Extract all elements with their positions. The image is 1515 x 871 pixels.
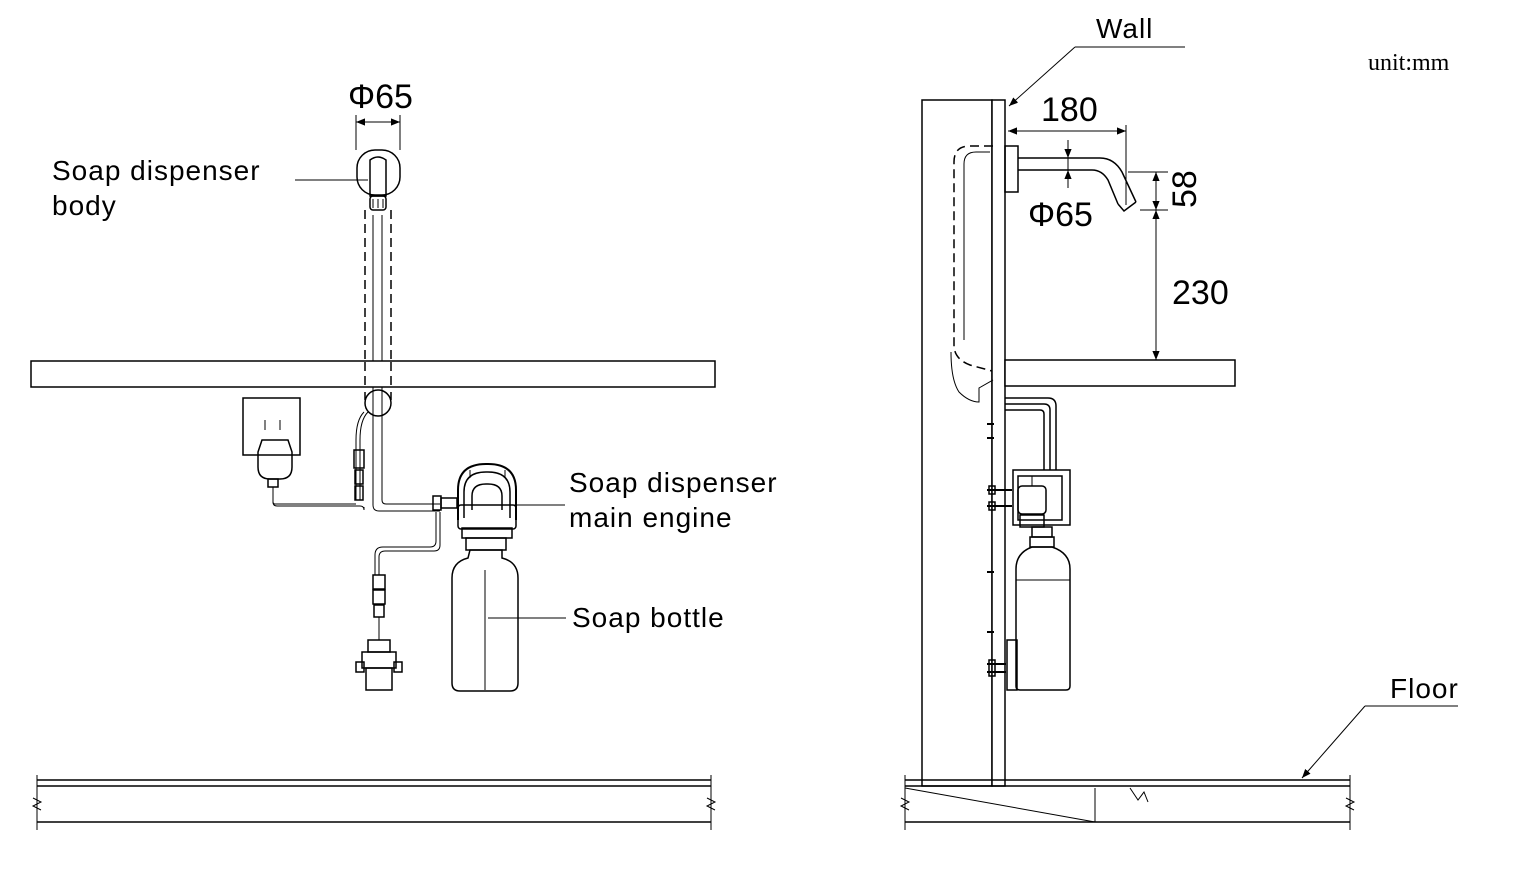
counter-clearance-label: 230 (1172, 274, 1229, 312)
side-pipes (1005, 397, 1057, 470)
soap-dispenser-main-engine (457, 463, 517, 539)
unit-note: unit:mm (1368, 50, 1450, 76)
front-cabling (272, 395, 458, 640)
wall (921, 99, 993, 787)
side-soap-bottle (1015, 526, 1071, 691)
spout-diameter-dimension: Φ65 (1028, 140, 1093, 234)
spout-length-label: 180 (1041, 91, 1098, 129)
front-counter-slab (30, 360, 716, 388)
battery-box (355, 639, 403, 691)
side-counter-slab (1004, 359, 1236, 387)
side-spout (1004, 145, 1137, 213)
power-adapter (242, 397, 301, 502)
side-view: Wall 180 Φ65 58 (899, 13, 1459, 830)
soap-dispenser-body-label-line2: body (52, 190, 117, 221)
spout-length-dimension: 180 (1008, 91, 1127, 205)
front-diameter-dimension: Φ65 (348, 78, 413, 150)
floor-label: Floor (1390, 673, 1459, 704)
main-engine-label: Soap dispenser (569, 467, 778, 498)
counter-clearance-dimension: 230 (1152, 210, 1229, 360)
front-floor-slab (31, 775, 717, 830)
wall-label: Wall (1096, 13, 1153, 44)
soap-dispenser-body (356, 149, 401, 211)
soap-bottle-label: Soap bottle (572, 602, 725, 633)
front-diameter-label: Φ65 (348, 78, 413, 116)
front-view: Φ65 Soap dispenser body (30, 78, 778, 830)
spout-diameter-label: Φ65 (1028, 196, 1093, 234)
spout-height-label: 58 (1166, 170, 1204, 208)
main-engine-label-line2: main engine (569, 502, 733, 533)
soap-dispenser-body-label: Soap dispenser (52, 155, 261, 186)
spout-height-dimension: 58 (1128, 170, 1204, 211)
side-floor-slab (899, 775, 1356, 830)
side-main-engine (987, 469, 1071, 528)
side-battery-box (987, 639, 1018, 691)
soap-bottle (451, 537, 519, 692)
